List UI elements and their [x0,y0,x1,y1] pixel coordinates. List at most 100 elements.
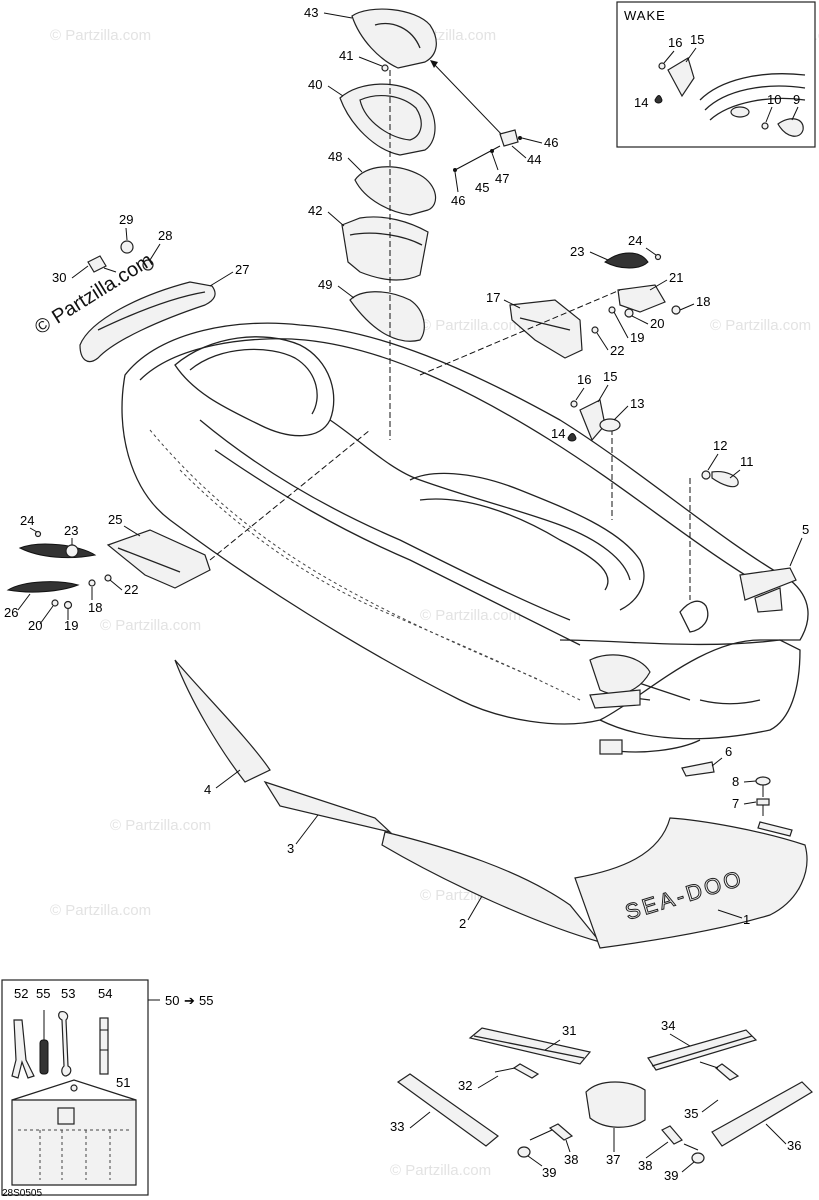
callout: 43 [304,5,318,20]
callout: 30 [52,270,66,285]
callout: 25 [108,512,122,527]
callout: 16 [668,35,682,50]
wrench [58,1011,72,1077]
bumper-rail-kit [396,1027,813,1164]
range-arrow: ➔ [184,993,195,1008]
callout: 49 [318,277,332,292]
screw-16 [570,400,578,408]
foot-mats: SEA-DOO [174,659,808,949]
callout: 15 [603,369,617,384]
watermark: © Partzilla.com [710,317,811,334]
rail-clip [757,821,793,837]
nut-12 [701,470,711,480]
callout: 17 [486,290,500,305]
callout: 23 [570,244,584,259]
callout: 37 [606,1152,620,1167]
callout: 7 [732,796,739,811]
callout: 23 [64,523,78,538]
callout: 51 [116,1075,130,1090]
hull-body [121,322,809,755]
tool-kit-box: 50 ➔ 55 52 55 53 54 51 [1,979,213,1196]
callout: 39 [542,1165,556,1180]
nut [671,305,681,315]
callout: 41 [339,48,353,63]
hull-plate [754,587,783,613]
grab-handle [79,281,216,363]
mid-bracket-assembly [567,399,739,600]
rivet-32 [512,1063,540,1079]
left-deflector-assembly [6,429,371,610]
vent-21 [617,284,666,313]
wake-sealant-drop [654,95,663,104]
callout: 2 [459,916,466,931]
callout: 42 [308,203,322,218]
wake-bracket [667,57,695,98]
handle-washer [142,259,154,271]
callout: 20 [650,316,664,331]
tow-eye-11 [711,471,739,488]
callout: 32 [458,1078,472,1093]
callout: 22 [610,343,624,358]
tool-kit-range-end: 55 [199,993,213,1008]
mat-2 [381,831,602,944]
mat-1 [574,817,808,949]
callout: 19 [630,330,644,345]
trim-23 [18,543,97,559]
callout: 34 [661,1018,675,1033]
watermark: © Partzilla.com [50,902,151,919]
rail-33 [396,1073,499,1147]
callout: 54 [98,986,112,1001]
step-pad [589,689,641,709]
decal-6 [681,761,715,777]
tool-kit-range-start: 50 [165,993,179,1008]
rivet [654,253,662,261]
callout: 38 [564,1152,578,1167]
pouch-button [70,1084,78,1092]
rivet-38 [661,1125,683,1145]
tool-pouch [11,1099,137,1186]
pliers [11,1019,35,1079]
grab-handle-assembly [79,240,216,363]
callout: 21 [669,270,683,285]
bin-gasket [349,291,425,342]
callout: 15 [690,32,704,47]
right-deflector-assembly [419,252,681,520]
reference-code: 28S0505 [2,1188,42,1199]
callout: 9 [793,92,800,107]
bracket-15 [579,399,606,442]
cap-39 [517,1146,531,1158]
callout: 14 [551,426,565,441]
callout: 47 [495,171,509,186]
screw [608,306,616,314]
trim-23 [604,252,649,269]
watermark: © Partzilla.com [50,27,151,44]
callout: 48 [328,149,342,164]
screw [591,326,599,334]
washer [624,308,634,318]
handle-bolt-head [87,255,107,273]
trim-hub [65,544,79,558]
screwdriver-handle [39,1039,49,1075]
cap-39 [691,1152,705,1164]
deflector-25 [106,529,211,589]
sealant-14 [567,433,577,442]
wake-grommet [730,106,750,118]
storage-bin [341,216,429,281]
latch [499,129,519,147]
nut-18 [88,579,96,587]
washer-20 [51,599,59,607]
screw-22 [104,574,112,582]
callout: 18 [88,600,102,615]
cover-screw [381,64,389,72]
callout: 29 [119,212,133,227]
socket-tool [99,1017,109,1075]
rivet-24 [34,530,42,538]
callout: 19 [64,618,78,633]
callout: 39 [664,1168,678,1183]
callout: 28 [158,228,172,243]
callout: 5 [802,522,809,537]
fastener-stack [755,776,793,837]
callout: 18 [696,294,710,309]
corner-37 [585,1081,646,1128]
